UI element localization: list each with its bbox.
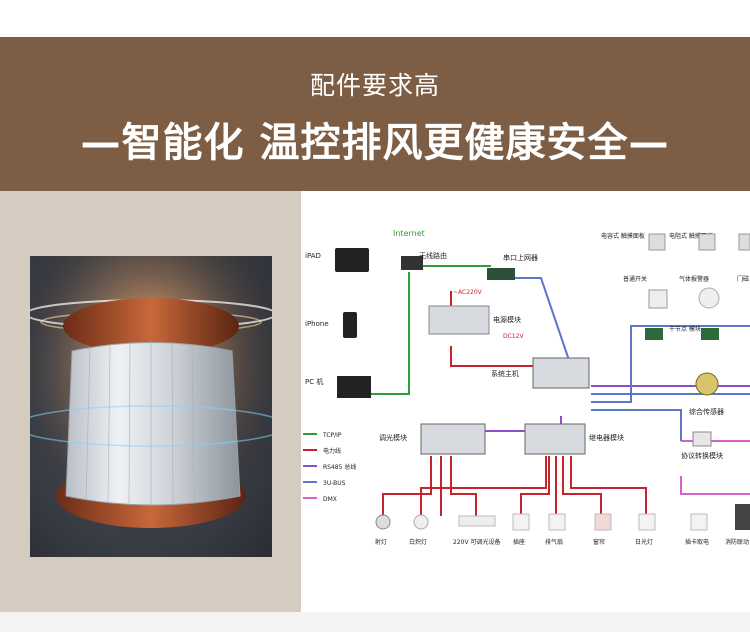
- device-label: 日光灯: [635, 538, 653, 546]
- iphone-icon: [343, 312, 357, 338]
- device-label: 插座: [513, 538, 525, 546]
- device-label: 消防联动: [725, 538, 749, 546]
- iphone-label: iPhone: [305, 320, 329, 328]
- end-devices: [375, 504, 750, 531]
- combo-sensor-icon: [695, 372, 719, 396]
- dry-contact-icon-2: [701, 328, 719, 340]
- legend: TCP/IP 电力线 RS485 总线 3U-BUS DMX: [303, 432, 356, 503]
- banner-headline: —智能化 温控排风更健康安全—: [80, 120, 670, 166]
- touch-panel-label: 电容式 触摸面板: [601, 232, 645, 240]
- dry-contact-label: 干节点 模块: [669, 325, 701, 333]
- ipad-icon: [335, 248, 369, 272]
- legend-item: 电力线: [323, 447, 341, 455]
- router-label: 无线路由: [419, 251, 447, 260]
- device-label: 窗帘: [593, 538, 605, 546]
- top-margin: [0, 0, 750, 37]
- power-module-icon: [428, 305, 490, 335]
- banner-subtitle: 配件要求高: [309, 71, 440, 100]
- title-banner: [0, 37, 750, 191]
- power-module-label: 电源模块: [493, 315, 521, 324]
- device-label: 排气扇: [545, 538, 563, 546]
- legend-item: RS485 总线: [323, 463, 356, 471]
- device-label: 插卡取电: [685, 538, 709, 546]
- ac-label: ~AC220V: [453, 289, 483, 296]
- smart-home-system-diagram: Internet 无线路由 串口上网器 ~AC220V 电源模块 DC12V 系…: [301, 226, 750, 612]
- gas-alarm-icon: [698, 287, 720, 309]
- bottom-margin: [0, 612, 750, 632]
- wiring-diagram: Internet 无线路由 串口上网器 ~AC220V 电源模块 DC12V 系…: [303, 229, 750, 546]
- device-label: 白炽灯: [409, 538, 427, 546]
- dry-contact-icon: [645, 328, 663, 340]
- system-host-icon: [532, 357, 590, 389]
- protocol-module-icon: [692, 431, 712, 447]
- device-label: 射灯: [375, 538, 387, 546]
- combo-sensor-label: 综合传感器: [689, 407, 724, 416]
- internet-label: Internet: [393, 229, 425, 238]
- motor-illustration: [30, 256, 272, 557]
- legend-item: 3U-BUS: [323, 480, 346, 487]
- panel-3-icon: [738, 233, 750, 251]
- touch-panel-icon: [648, 233, 666, 251]
- pc-monitor-icon: [337, 376, 371, 398]
- gateway-label: 串口上网器: [503, 253, 538, 262]
- gateway-icon: [487, 268, 515, 280]
- protocol-module-label: 协议转换模块: [681, 451, 723, 460]
- legend-item: DMX: [323, 496, 337, 503]
- touch-panel-2-icon: [698, 233, 716, 251]
- dc-label: DC12V: [503, 333, 524, 340]
- gas-alarm-label: 气体报警器: [679, 275, 709, 283]
- ipad-label: iPAD: [305, 252, 321, 260]
- normal-switch-label: 普通开关: [623, 275, 647, 283]
- touch-panel-2-label: 电阻式 触摸面板: [669, 232, 713, 240]
- dimmer-module-label: 调光模块: [379, 433, 407, 442]
- relay-module-label: 继电器模块: [589, 433, 624, 442]
- system-host-label: 系统主机: [491, 369, 519, 378]
- router-icon: [401, 256, 423, 270]
- pc-label: PC 机: [305, 377, 323, 386]
- relay-module-icon: [524, 423, 586, 455]
- device-label: 220V 可调光设备: [453, 538, 500, 546]
- dimmer-module-icon: [420, 423, 486, 455]
- legend-item: TCP/IP: [322, 432, 342, 439]
- motor-stator-photo: [30, 256, 272, 557]
- door-label: 门磁: [737, 275, 749, 283]
- switch-icon: [648, 289, 668, 309]
